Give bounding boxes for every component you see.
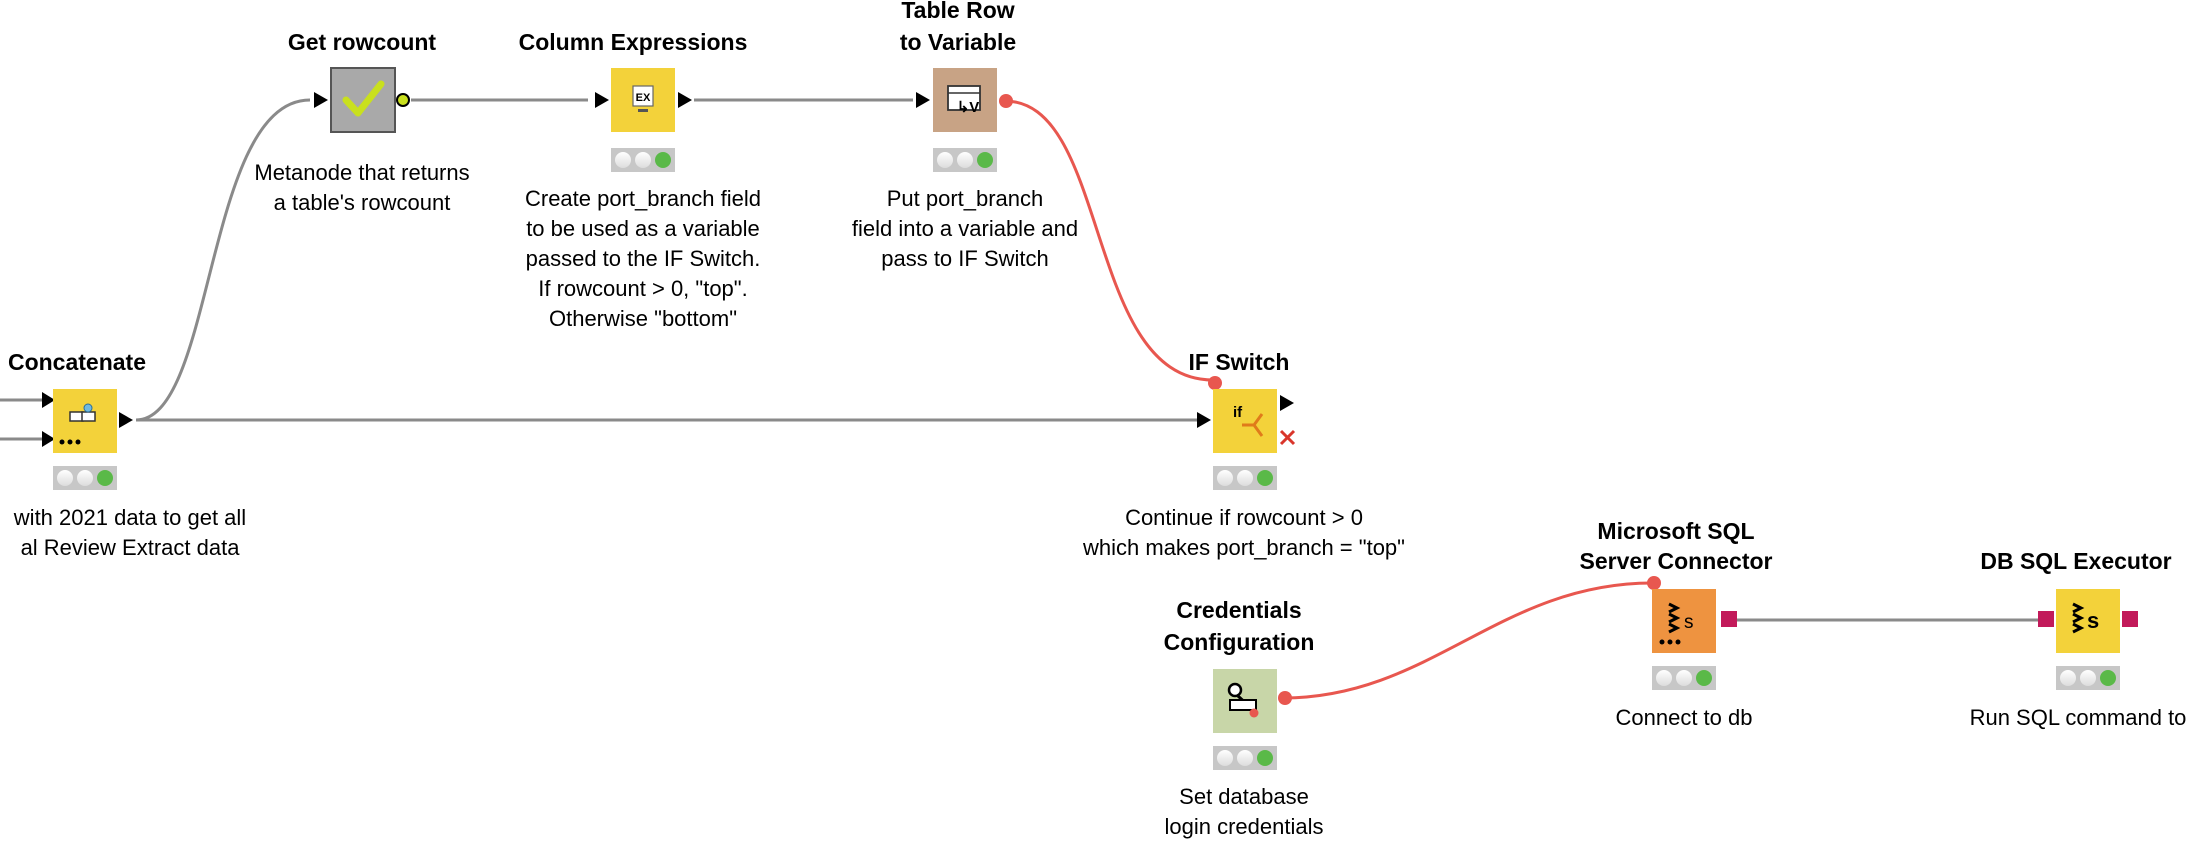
status-indicator — [611, 148, 675, 172]
credentials-icon — [1227, 682, 1259, 718]
output-port[interactable] — [396, 93, 410, 107]
node-body[interactable] — [330, 67, 396, 133]
node-db-sql-executor[interactable]: DB SQL Executor s Run SQL command to — [1970, 548, 2187, 730]
checkmark-icon — [342, 80, 385, 117]
node-title: to Variable — [900, 29, 1016, 55]
node-description: pass to IF Switch — [881, 246, 1049, 271]
node-title: Credentials — [1176, 597, 1301, 623]
node-description: If rowcount > 0, "top". — [538, 276, 747, 301]
node-title: DB SQL Executor — [1980, 548, 2171, 574]
node-body[interactable] — [1213, 389, 1277, 453]
db-input-port[interactable] — [2038, 611, 2054, 627]
node-description: Connect to db — [1616, 705, 1753, 730]
variable-connection[interactable] — [1282, 581, 1653, 700]
table-to-variable-icon: ↳V — [947, 85, 981, 116]
node-description: Put port_branch — [887, 186, 1044, 211]
svg-text:EX: EX — [636, 92, 651, 104]
expression-icon: EX — [632, 85, 654, 112]
db-output-port[interactable] — [2122, 611, 2138, 627]
db-output-port[interactable] — [1721, 611, 1737, 627]
svg-text:if: if — [1233, 404, 1243, 421]
node-column-expressions[interactable]: Column Expressions EX Create port_branch… — [519, 29, 761, 331]
node-title: Table Row — [901, 0, 1014, 23]
node-description: which makes port_branch = "top" — [1082, 535, 1405, 560]
output-port[interactable] — [678, 92, 692, 108]
input-port[interactable] — [1197, 412, 1211, 428]
svg-text:s: s — [1684, 612, 1694, 633]
if-switch-icon: if — [1233, 404, 1264, 437]
status-indicator — [1213, 466, 1277, 490]
input-port[interactable] — [314, 92, 328, 108]
node-get-rowcount[interactable]: Get rowcount Metanode that returns a tab… — [254, 29, 469, 215]
database-connector-icon: s — [1659, 602, 1694, 645]
node-mssql-connector[interactable]: Microsoft SQL Server Connector s Connect… — [1579, 518, 1772, 730]
variable-input-port[interactable] — [1208, 376, 1222, 390]
node-title: Server Connector — [1579, 548, 1772, 574]
node-description: a table's rowcount — [274, 190, 451, 215]
svg-text:s: s — [2087, 608, 2099, 633]
node-description: Metanode that returns — [254, 160, 469, 185]
node-if-switch[interactable]: IF Switch if Continue if rowcount > 0 wh… — [1082, 349, 1405, 560]
node-description: Continue if rowcount > 0 — [1125, 505, 1363, 530]
output-port[interactable] — [999, 94, 1013, 108]
data-connection[interactable] — [135, 98, 311, 422]
status-indicator — [1652, 666, 1716, 690]
variable-connection[interactable] — [1004, 99, 1214, 382]
database-executor-icon: s — [2072, 602, 2099, 634]
node-concatenate[interactable]: Concatenate with 2021 data to get all al… — [8, 349, 246, 560]
concatenate-icon — [59, 403, 96, 445]
node-title: Concatenate — [8, 349, 146, 375]
input-port[interactable] — [42, 392, 55, 408]
status-indicator — [1213, 746, 1277, 770]
node-title: Configuration — [1164, 629, 1315, 655]
node-title: Column Expressions — [519, 29, 748, 55]
node-body[interactable] — [2056, 589, 2120, 653]
node-description: field into a variable and — [852, 216, 1078, 241]
svg-text:↳V: ↳V — [957, 99, 980, 116]
node-description: Create port_branch field — [525, 186, 761, 211]
node-description: passed to the IF Switch. — [526, 246, 761, 271]
variable-output-port[interactable] — [1278, 691, 1292, 705]
input-port[interactable] — [595, 92, 609, 108]
node-description: al Review Extract data — [21, 535, 241, 560]
node-title: Microsoft SQL — [1597, 518, 1754, 544]
node-description: to be used as a variable — [526, 216, 760, 241]
output-port[interactable] — [119, 412, 133, 428]
variable-input-port[interactable] — [1647, 576, 1661, 590]
node-description: Otherwise "bottom" — [549, 306, 737, 331]
connections — [0, 98, 2038, 700]
inactive-port-icon — [1279, 429, 1296, 446]
node-credentials-configuration[interactable]: Credentials Configuration Set database l… — [1164, 597, 1324, 839]
status-indicator — [53, 466, 117, 490]
node-description: Run SQL command to — [1970, 705, 2187, 730]
status-indicator — [933, 148, 997, 172]
node-description: Set database — [1179, 784, 1309, 809]
node-title: IF Switch — [1189, 349, 1290, 375]
input-port[interactable] — [916, 92, 930, 108]
node-table-row-to-variable[interactable]: Table Row to Variable ↳V Put port_branch… — [852, 0, 1078, 271]
input-port[interactable] — [42, 431, 55, 447]
status-indicator — [2056, 666, 2120, 690]
node-title: Get rowcount — [288, 29, 437, 55]
output-port-top[interactable] — [1280, 395, 1294, 411]
node-description: with 2021 data to get all — [13, 505, 246, 530]
node-description: login credentials — [1165, 814, 1324, 839]
